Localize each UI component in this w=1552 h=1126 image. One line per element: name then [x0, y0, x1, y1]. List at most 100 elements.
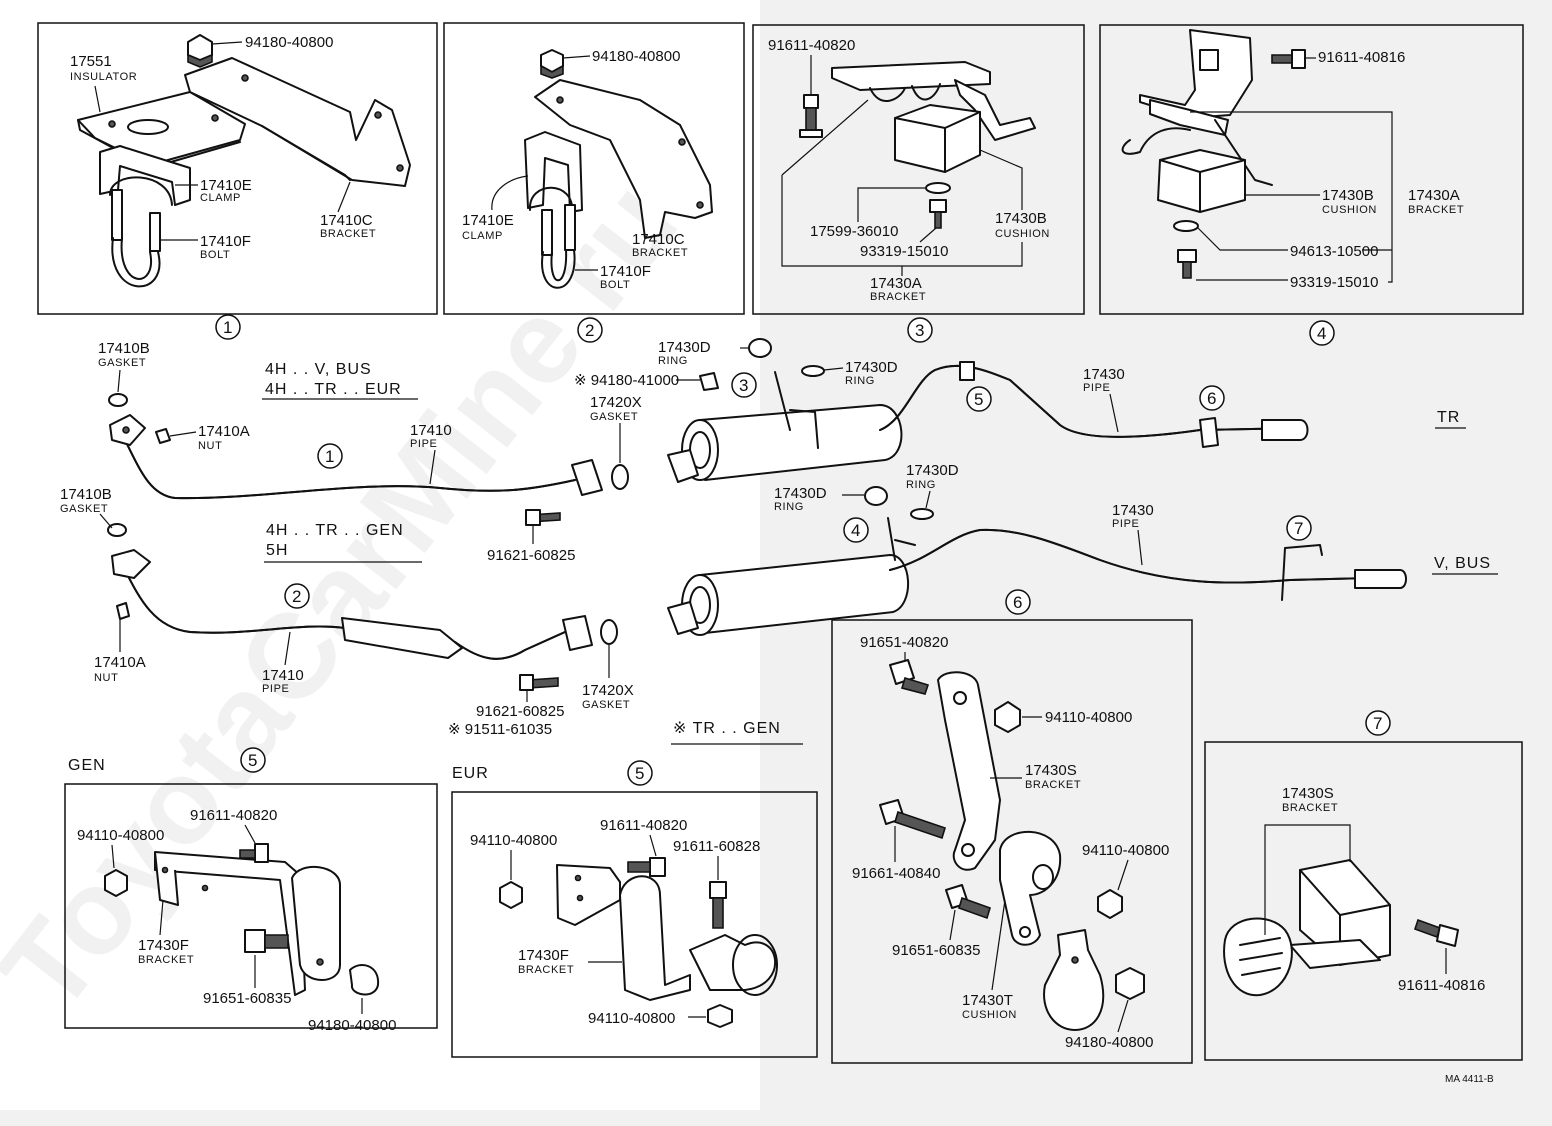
label-bolt-91611-60828: 91611-60828	[673, 838, 760, 855]
note-5h: 5H	[266, 542, 288, 559]
callout-muffler-4: 4	[851, 521, 860, 540]
label-bracket-s-6: 17430S	[1025, 762, 1077, 779]
label-nut-94110-e: 94110-40800	[1082, 842, 1169, 859]
label-gasket-x-1: 17420X	[590, 394, 642, 411]
label-bracket-s-6-sub: BRACKET	[1025, 779, 1081, 791]
label-nut-94110-b: 94110-40800	[470, 832, 557, 849]
detail-3-parts	[799, 61, 1036, 229]
detail-5-eur-labels: 94110-40800 91611-40820 91611-60828 1743…	[470, 817, 760, 1027]
label-nut-a-1: 17410A	[198, 423, 250, 440]
callout-muffler-3: 3	[739, 376, 748, 395]
label-nut-94180-41000: ※ 94180-41000	[574, 372, 679, 389]
label-bolt-93319-a: 93319-15010	[860, 243, 948, 260]
label-bracket-f-eur-sub: BRACKET	[518, 964, 574, 976]
detail-box-5-gen	[64, 783, 438, 1029]
label-bracket-1: BRACKET	[320, 228, 376, 240]
note-tr: TR	[1437, 409, 1460, 426]
label-cushion-3: CUSHION	[995, 228, 1050, 240]
drawing-code: MA 4411-B	[1445, 1074, 1494, 1085]
label-bolt-f-1: 17410F	[200, 233, 251, 250]
label-insulator-no: 17551	[70, 53, 112, 70]
label-bolt-91511: ※ 91511-61035	[448, 721, 552, 738]
label-bracket-a-3: 17430A	[870, 275, 922, 292]
callout-6: 6	[1013, 593, 1022, 612]
label-bolt-91661: 91661-40840	[852, 865, 940, 882]
detail-box-2	[443, 22, 745, 315]
detail-box-4	[1099, 24, 1524, 315]
label-bolt-91611-40820-c: 91611-40820	[600, 817, 687, 834]
detail-3-labels: 91611-40820 17599-36010 93319-15010 1743…	[768, 37, 1050, 303]
label-bolt-1: BOLT	[200, 249, 230, 261]
label-gasket-2: GASKET	[60, 503, 108, 515]
label-cushion-4: CUSHION	[1322, 204, 1377, 216]
label-bolt-f-2: 17410F	[600, 263, 651, 280]
detail-6-parts	[879, 659, 1145, 1031]
callout-1: 1	[223, 318, 232, 337]
callout-pipe-6: 6	[1207, 389, 1216, 408]
callout-pipe-2: 2	[292, 587, 301, 606]
callout-pipe-1: 1	[325, 447, 334, 466]
label-pipe-17430-sub-2: PIPE	[1112, 518, 1139, 530]
label-bracket-f-gen: 17430F	[138, 937, 189, 954]
callout-pipe-5: 5	[974, 390, 983, 409]
callout-5-gen: 5	[248, 751, 257, 770]
detail-2-labels: 94180-40800 17410E CLAMP 17410C BRACKET …	[462, 48, 688, 291]
callout-2: 2	[585, 321, 594, 340]
note-tr-gen: 4H . . TR . . GEN	[266, 522, 404, 539]
label-gasket-b-1: 17410B	[98, 340, 150, 357]
label-bracket-f-gen-sub: BRACKET	[138, 954, 194, 966]
label-bracket-3: BRACKET	[870, 291, 926, 303]
label-bracket-4: BRACKET	[1408, 204, 1464, 216]
top-callouts: 1 2 3 4	[215, 314, 1335, 346]
label-washer-17599: 17599-36010	[810, 223, 898, 240]
label-pipe-2: PIPE	[262, 683, 289, 695]
detail-1-labels: 17551 INSULATOR 94180-40800 17410E CLAMP…	[70, 34, 376, 261]
detail-4-labels: 91611-40816 17430B CUSHION 17430A BRACKE…	[1190, 49, 1464, 291]
shaded-strip	[0, 1110, 760, 1126]
label-insulator: INSULATOR	[70, 71, 137, 83]
label-bolt-91611-40816-b: 91611-40816	[1398, 977, 1485, 994]
label-clamp-e-2: 17410E	[462, 212, 514, 229]
detail-1-parts	[77, 34, 411, 288]
label-ring-4: RING	[906, 479, 936, 491]
label-nut-2: NUT	[94, 672, 118, 684]
label-gasket-b-2: 17410B	[60, 486, 112, 503]
detail-6-labels: 91651-40820 94110-40800 17430S BRACKET 9…	[852, 634, 1169, 1051]
muffler-vbus	[667, 486, 1407, 636]
label-bracket-f-eur: 17430F	[518, 947, 569, 964]
label-bracket-a-4: 17430A	[1408, 187, 1460, 204]
label-washer-94613: 94613-10500	[1290, 243, 1378, 260]
label-bolt-91651-40820: 91651-40820	[860, 634, 948, 651]
label-ring-d-3: 17430D	[774, 485, 827, 502]
label-nut-94180-40800-a: 94180-40800	[245, 34, 333, 51]
label-ring-3: RING	[774, 501, 804, 513]
front-pipe-2	[107, 523, 618, 691]
label-pipe-17430-sub-1: PIPE	[1083, 382, 1110, 394]
callout-3: 3	[915, 321, 924, 340]
label-ring-d-4: 17430D	[906, 462, 959, 479]
detail-5-gen-labels: 94110-40800 91611-40820 17430F BRACKET 9…	[77, 807, 396, 1034]
detail-box-5-eur	[451, 791, 818, 1058]
label-bolt-91611-40820-b: 91611-40820	[190, 807, 277, 824]
bottom-headers: GEN 5 EUR 5 6 7	[68, 589, 1391, 786]
label-bolt-91651-b: 91651-60835	[892, 942, 980, 959]
detail-box-3	[752, 24, 1085, 315]
label-bracket-c-2: 17410C	[632, 231, 685, 248]
label-bolt-91621-a: 91621-60825	[487, 547, 575, 564]
label-cushion-t: 17430T	[962, 992, 1013, 1009]
label-clamp-2: CLAMP	[462, 230, 503, 242]
label-bolt-91651-a: 91651-60835	[203, 990, 291, 1007]
label-bracket-2: BRACKET	[632, 247, 688, 259]
label-bracket-s-7: 17430S	[1282, 785, 1334, 802]
label-nut-94180-40800-c: 94180-40800	[308, 1017, 396, 1034]
label-bolt-91621-b: 91621-60825	[476, 703, 564, 720]
middle-labels: 4H . . V, BUS 4H . . TR . . EUR 4H . . T…	[60, 339, 1498, 745]
label-bracket-s-7-sub: BRACKET	[1282, 802, 1338, 814]
note-tr-eur: 4H . . TR . . EUR	[265, 381, 402, 398]
label-pipe-1: PIPE	[410, 438, 437, 450]
callout-5-eur: 5	[635, 764, 644, 783]
label-gasket-x-sub-1: GASKET	[590, 411, 638, 423]
label-bolt-91611-40816-a: 91611-40816	[1318, 49, 1405, 66]
label-cushion-b-4: 17430B	[1322, 187, 1374, 204]
